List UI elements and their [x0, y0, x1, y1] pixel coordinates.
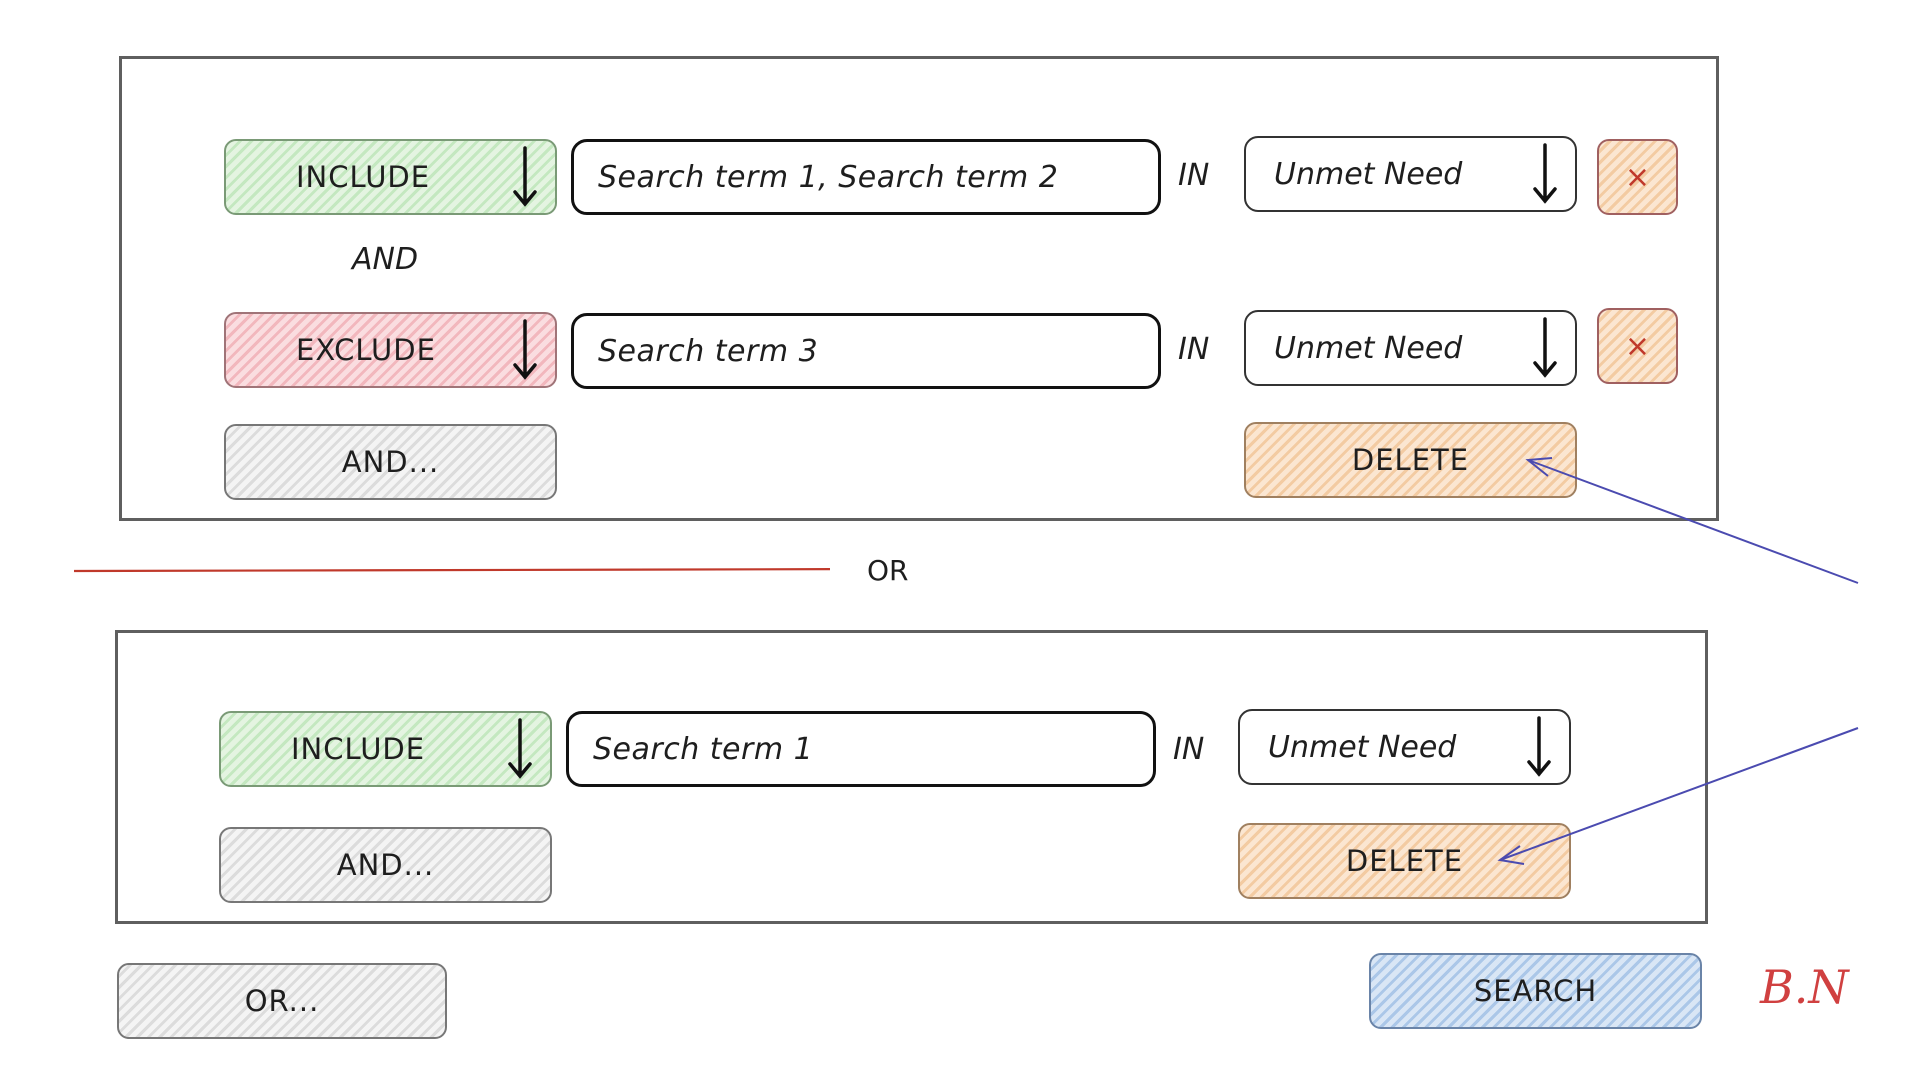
red-arrow: [73, 568, 830, 573]
arrow-down-icon: [490, 713, 550, 785]
add-and-button[interactable]: AND...: [219, 827, 552, 903]
add-and-label: AND...: [336, 848, 435, 882]
exclude-label: EXCLUDE: [296, 333, 436, 367]
include-label: INCLUDE: [291, 732, 426, 766]
search-label: SEARCH: [1473, 974, 1598, 1008]
in-label: IN: [1178, 158, 1210, 193]
search-terms-value: Search term 1: [593, 731, 814, 767]
remove-row-button[interactable]: ×: [1597, 139, 1678, 215]
include-dropdown[interactable]: INCLUDE: [224, 139, 557, 215]
search-terms-value: Search term 3: [598, 333, 819, 369]
query-group-2: [115, 630, 1708, 924]
arrow-down-icon: [495, 141, 555, 213]
close-icon: ×: [1624, 328, 1651, 364]
add-and-label: AND...: [341, 445, 440, 479]
search-terms-input[interactable]: Search term 3: [571, 313, 1161, 389]
search-terms-value: Search term 1, Search term 2: [598, 159, 1059, 195]
add-or-label: OR...: [244, 984, 320, 1018]
search-terms-input[interactable]: Search term 1, Search term 2: [571, 139, 1161, 215]
arrow-down-icon: [1509, 711, 1569, 783]
field-select-label: Unmet Need: [1274, 330, 1463, 366]
add-or-button[interactable]: OR...: [117, 963, 447, 1039]
delete-group-button[interactable]: DELETE: [1238, 823, 1571, 899]
exclude-dropdown[interactable]: EXCLUDE: [224, 312, 557, 388]
delete-label: DELETE: [1345, 844, 1464, 878]
delete-label: DELETE: [1351, 443, 1470, 477]
field-select[interactable]: Unmet Need: [1244, 136, 1577, 212]
delete-group-button[interactable]: DELETE: [1244, 422, 1577, 498]
search-button[interactable]: SEARCH: [1369, 953, 1702, 1029]
arrow-down-icon: [1515, 138, 1575, 210]
include-label: INCLUDE: [296, 160, 431, 194]
include-dropdown[interactable]: INCLUDE: [219, 711, 552, 787]
in-label: IN: [1178, 332, 1210, 367]
field-select[interactable]: Unmet Need: [1244, 310, 1577, 386]
arrow-down-icon: [495, 314, 555, 386]
field-select[interactable]: Unmet Need: [1238, 709, 1571, 785]
close-icon: ×: [1624, 159, 1651, 195]
in-label: IN: [1173, 732, 1205, 767]
arrow-down-icon: [1515, 312, 1575, 384]
add-and-button[interactable]: AND...: [224, 424, 557, 500]
or-separator-label: OR: [867, 554, 909, 587]
and-connector-label: AND: [352, 242, 419, 277]
author-signature: B.N: [1760, 960, 1849, 1014]
field-select-label: Unmet Need: [1268, 729, 1457, 765]
query-group-1: [119, 56, 1719, 521]
remove-row-button[interactable]: ×: [1597, 308, 1678, 384]
field-select-label: Unmet Need: [1274, 156, 1463, 192]
search-terms-input[interactable]: Search term 1: [566, 711, 1156, 787]
